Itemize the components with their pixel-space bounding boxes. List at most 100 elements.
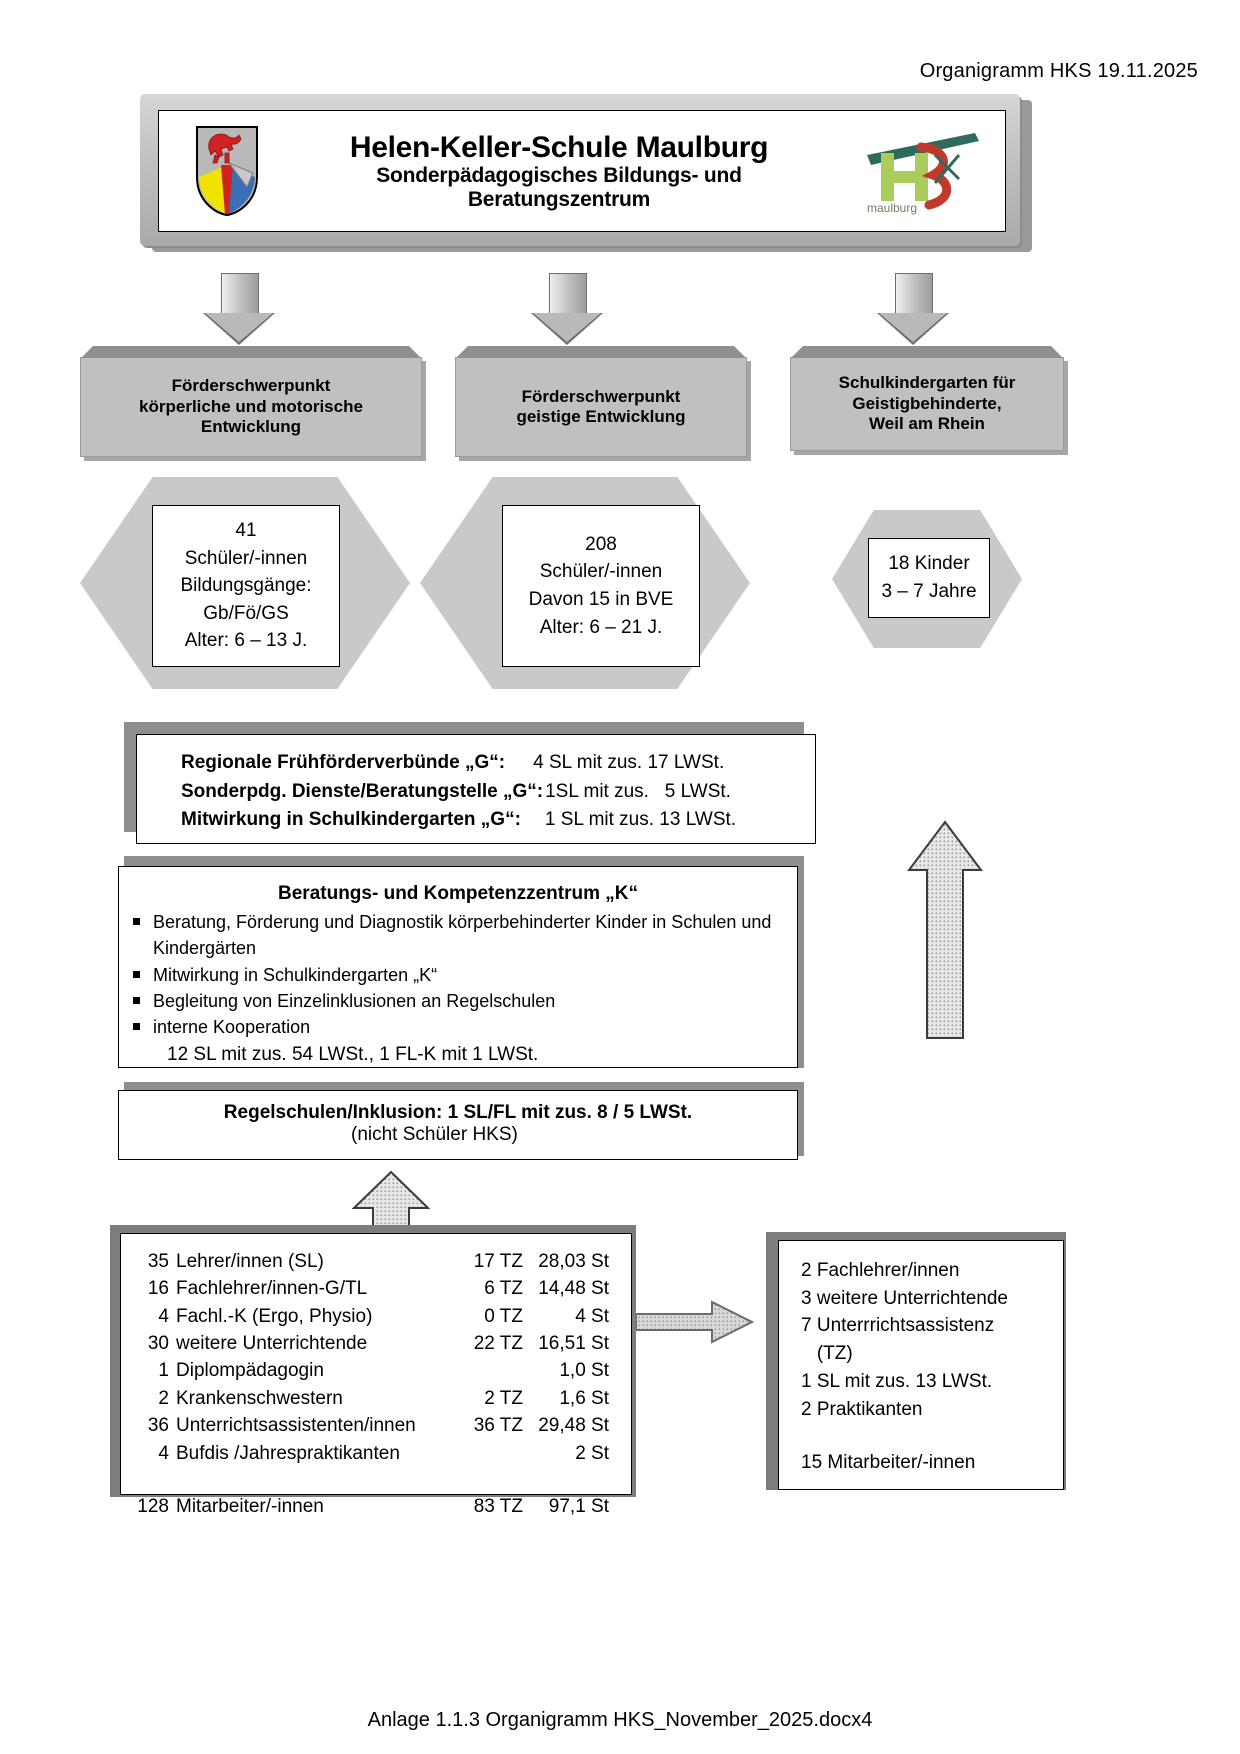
service-g-row-2-value: 1 SL mit zus. 13 LWSt. — [544, 809, 737, 830]
staff-total-tz: 83 TZ — [473, 1495, 523, 1517]
competence-bullet-3: interne Kooperation — [119, 1014, 797, 1040]
service-g-row-0-key: Regionale Frühförderverbünde „G“: — [181, 752, 506, 773]
hex-2-line-1: Schüler/-innen — [539, 561, 663, 583]
competence-box-k-title: Beratungs- und Kompetenzzentrum „K“ — [278, 883, 638, 904]
staff-row-2-tz: 0 TZ — [484, 1305, 523, 1327]
competence-bullet-0: Beratung, Förderung und Diagnostik körpe… — [119, 909, 797, 962]
staff-row-0-tz: 17 TZ — [473, 1251, 523, 1272]
staff-table[interactable]: 35 Lehrer/innen (SL) 17 TZ 28,03 St 16 F… — [120, 1233, 632, 1517]
staff-row: 2 Krankenschwestern 2 TZ 1,6 St — [135, 1385, 609, 1412]
staff-total-count: 128 — [137, 1495, 169, 1517]
competence-bullet-1: Mitwirkung in Schulkindergarten „K“ — [119, 962, 797, 988]
inclusion-box[interactable]: Regelschulen/Inklusion: 1 SL/FL mit zus.… — [118, 1090, 798, 1160]
department-2-line1: Förderschwerpunkt — [521, 386, 681, 406]
staff-row-5-tz: 2 TZ — [484, 1387, 523, 1409]
inclusion-box-note: (nicht Schüler HKS) — [351, 1124, 518, 1145]
staff-row-3-label: weitere Unterrichtende — [176, 1333, 368, 1355]
staff-total-row: 128 Mitarbeiter/-innen 83 TZ 97,1 St — [135, 1493, 609, 1520]
staff-row-2-st: 4 St — [575, 1305, 609, 1327]
additional-staff-box[interactable]: 2 Fachlehrer/innen 3 weitere Unterrichte… — [778, 1240, 1064, 1490]
department-3-line3: Weil am Rhein — [869, 414, 985, 434]
staff-row-5-label: Krankenschwestern — [176, 1387, 343, 1409]
service-box-g[interactable]: Regionale Frühförderverbünde „G“: 4 SL m… — [136, 734, 816, 844]
up-arrow-staff-to-inclusion — [351, 1170, 431, 1232]
staff-row: 16 Fachlehrer/innen-G/TL 6 TZ 14,48 St — [135, 1275, 609, 1302]
staff-total-label: Mitarbeiter/-innen — [176, 1495, 324, 1517]
department-1-line3: Entwicklung — [200, 417, 302, 437]
staff-total-st: 97,1 St — [548, 1495, 609, 1517]
additional-staff-row-0: 2 Fachlehrer/innen — [801, 1260, 960, 1281]
additional-staff-row-5: 2 Praktikanten — [801, 1398, 923, 1420]
staff-row-6-label: Unterrichtsassistenten/innen — [176, 1415, 416, 1437]
hks-logo-subtitle: maulburg — [867, 201, 918, 215]
up-arrow-feedback-right — [907, 820, 983, 1040]
hex-1-line-3: Gb/Fö/GS — [203, 602, 289, 624]
school-subtitle-line2: Beratungszentrum — [467, 187, 651, 211]
staff-row-3-tz: 22 TZ — [473, 1333, 523, 1355]
competence-box-k-bullet-list: Beratung, Förderung und Diagnostik körpe… — [119, 909, 797, 1040]
hex-1-line-0: 41 — [235, 520, 257, 542]
staff-row: 4 Fachl.-K (Ergo, Physio) 0 TZ 4 St — [135, 1303, 609, 1330]
staff-row-5-st: 1,6 St — [559, 1387, 609, 1409]
staff-row-1-st: 14,48 St — [538, 1278, 609, 1300]
department-box-koerperliche-motorische-entwicklung[interactable]: Förderschwerpunkt körperliche und motori… — [80, 357, 422, 457]
staff-row-1-count: 16 — [147, 1278, 169, 1300]
hexagon-students-koerperlich: 41 Schüler/-innen Bildungsgänge: Gb/Fö/G… — [80, 477, 410, 689]
organigramm-date-label: Organigramm HKS 19.11.2025 — [919, 60, 1198, 82]
staff-row-2-label: Fachl.-K (Ergo, Physio) — [176, 1305, 373, 1327]
competence-box-k-footnote: 12 SL mit zus. 54 LWSt., 1 FL-K mit 1 LW… — [167, 1044, 539, 1066]
staff-row-7-label: Bufdis /Jahrespraktikanten — [176, 1442, 400, 1464]
hexagon-kinder-schulkindergarten: 18 Kinder 3 – 7 Jahre — [832, 510, 1022, 648]
staff-row-7-st: 2 St — [575, 1442, 609, 1464]
staff-row-4-label: Diplompädagogin — [176, 1360, 324, 1382]
additional-staff-row-1: 3 weitere Unterrichtende — [801, 1287, 1008, 1309]
staff-row-4-st: 1,0 St — [559, 1360, 609, 1382]
school-title-block: Helen-Keller-Schule Maulburg Sonderpädag… — [259, 131, 859, 212]
service-g-row-1-key: Sonderpdg. Dienste/Beratungstelle „G“: — [181, 780, 544, 802]
hex-1-line-2: Bildungsgänge: — [180, 575, 312, 597]
staff-row-1-label: Fachlehrer/innen-G/TL — [176, 1278, 368, 1300]
staff-row-6-count: 36 — [147, 1415, 169, 1437]
down-arrow-3 — [877, 273, 949, 345]
staff-row-4-count: 1 — [158, 1360, 169, 1382]
staff-row-0-label: Lehrer/innen (SL) — [176, 1251, 324, 1272]
down-arrow-2 — [531, 273, 603, 345]
staff-row-3-count: 30 — [147, 1333, 169, 1355]
department-1-line1: Förderschwerpunkt — [171, 376, 331, 396]
department-3-line1: Schulkindergarten für — [838, 373, 1016, 393]
competence-bullet-2: Begleitung von Einzelinklusionen an Rege… — [119, 988, 797, 1014]
document-footer: Anlage 1.1.3 Organigramm HKS_November_20… — [367, 1709, 873, 1731]
inclusion-box-title: Regelschulen/Inklusion: 1 SL/FL mit zus.… — [223, 1102, 693, 1123]
department-box-schulkindergarten-weil-am-rhein[interactable]: Schulkindergarten für Geistigbehinderte,… — [790, 357, 1064, 451]
department-3-line2: Geistigbehinderte, — [852, 393, 1002, 413]
staff-row-1-tz: 6 TZ — [484, 1278, 523, 1300]
staff-row: 36 Unterrichtsassistenten/innen 36 TZ 29… — [135, 1412, 609, 1439]
hexagon-1-content: 41 Schüler/-innen Bildungsgänge: Gb/Fö/G… — [152, 505, 340, 667]
service-g-row-0-value: 4 SL mit zus. 17 LWSt. — [533, 752, 725, 773]
maulburg-coat-of-arms-icon — [195, 125, 259, 217]
right-arrow-staff-to-additional — [634, 1300, 755, 1344]
staff-row-3-st: 16,51 St — [538, 1333, 609, 1355]
staff-row-6-tz: 36 TZ — [473, 1415, 523, 1437]
down-arrow-1 — [203, 273, 275, 345]
additional-staff-row-2: 7 Unterrrichtsassistenz — [801, 1315, 995, 1337]
hex-2-line-2: Davon 15 in BVE — [528, 589, 674, 610]
hex-1-line-1: Schüler/-innen — [184, 547, 308, 569]
staff-row-5-count: 2 — [158, 1387, 169, 1409]
staff-row-0-count: 35 — [147, 1251, 169, 1272]
service-g-row-2-key: Mitwirkung in Schulkindergarten „G“: — [181, 809, 521, 830]
competence-box-k[interactable]: Beratungs- und Kompetenzzentrum „K“ Bera… — [118, 866, 798, 1068]
hex-3-line-0: 18 Kinder — [888, 553, 970, 575]
staff-row-0-st: 28,03 St — [538, 1251, 609, 1272]
department-1-line2: körperliche und motorische — [139, 396, 363, 416]
staff-row: 4 Bufdis /Jahrespraktikanten 2 St — [135, 1440, 609, 1467]
staff-row-2-count: 4 — [158, 1305, 169, 1327]
additional-staff-row-4: 1 SL mit zus. 13 LWSt. — [801, 1370, 993, 1392]
department-2-line2: geistige Entwicklung — [516, 407, 686, 426]
hex-2-line-0: 208 — [585, 533, 617, 555]
staff-row-6-st: 29,48 St — [538, 1415, 609, 1437]
additional-staff-total: 15 Mitarbeiter/-innen — [801, 1452, 976, 1474]
hex-2-line-3: Alter: 6 – 21 J. — [539, 616, 663, 638]
department-box-geistige-entwicklung[interactable]: Förderschwerpunkt geistige Entwicklung — [455, 357, 747, 457]
hexagon-students-geistig: 208 Schüler/-innen Davon 15 in BVE Alter… — [420, 477, 750, 689]
